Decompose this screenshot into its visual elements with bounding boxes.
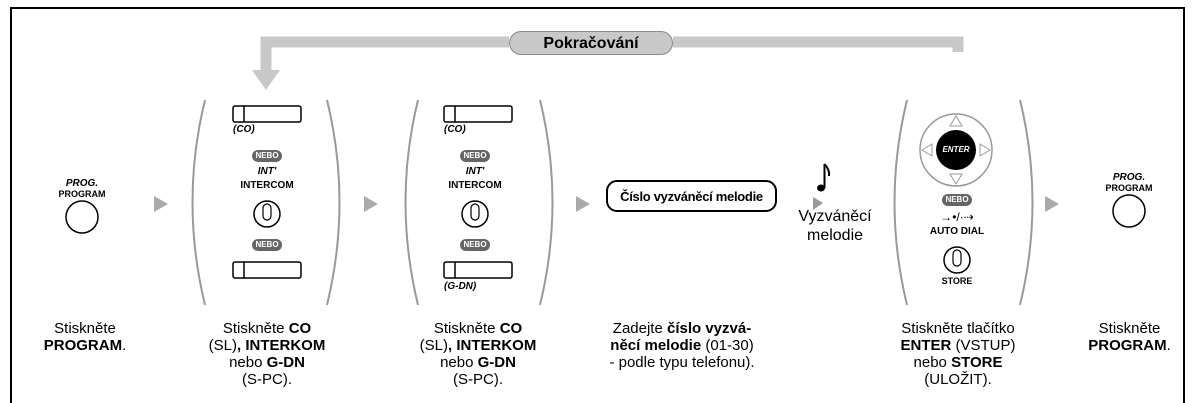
program-key-label-2: PROGRAM — [1105, 183, 1153, 193]
nebo-badge-1a: NEBO — [252, 150, 282, 162]
loop-line-right — [673, 36, 964, 52]
music-note-icon — [817, 163, 831, 192]
program-button-1 — [65, 200, 99, 234]
paren-left-1 — [191, 99, 206, 306]
intercom-label-2: INTERCOM — [448, 180, 502, 191]
nebo-badge-2a: NEBO — [460, 150, 490, 162]
co-key-1 — [232, 105, 302, 123]
melody-number-input-box: Číslo vyzváněcí melodie — [606, 180, 777, 212]
co-key-2 — [443, 105, 513, 123]
gdn-key-1 — [232, 261, 302, 279]
program-button-2 — [1112, 194, 1146, 228]
gdn-label-2: (G-DN) — [444, 281, 477, 292]
paren-right-2 — [539, 99, 554, 306]
prog-key-label-1: PROG. — [65, 178, 99, 189]
step4-caption: Zadejte číslo vyzvá-něcí melodie (01-30)… — [609, 320, 755, 371]
paren-left-5 — [893, 99, 908, 306]
program-key-label-1: PROGRAM — [58, 189, 106, 199]
flow-arrow-5 — [1045, 196, 1059, 212]
diagram-frame — [10, 7, 1185, 403]
loop-line-left — [260, 36, 509, 72]
paren-left-2 — [404, 99, 419, 306]
gdn-key-2 — [443, 261, 513, 279]
store-label: STORE — [941, 276, 973, 286]
co-label-1: (CO) — [233, 124, 255, 135]
nebo-badge-2b: NEBO — [460, 239, 490, 251]
nebo-badge-1b: NEBO — [252, 239, 282, 251]
flow-arrow-2 — [364, 196, 378, 212]
prog-key-label-2: PROG. — [1112, 172, 1146, 183]
nebo-badge-5: NEBO — [942, 194, 972, 206]
continue-label: Pokračování — [509, 31, 673, 55]
paren-right-5 — [1019, 99, 1034, 306]
co-label-2: (CO) — [444, 124, 466, 135]
paren-right-1 — [326, 99, 341, 306]
tone-pointer-icon — [813, 197, 823, 210]
autodial-symbol: →•/·⇢ — [940, 210, 974, 224]
autodial-label: AUTO DIAL — [929, 226, 985, 237]
navigator-key-icon — [919, 113, 993, 187]
int-label-2: INT' — [465, 166, 485, 177]
intercom-label-1: INTERCOM — [240, 180, 294, 191]
enter-label: ENTER — [942, 145, 970, 154]
flow-arrow-3 — [576, 196, 590, 212]
int-label-1: INT' — [257, 166, 277, 177]
flow-arrow-1 — [154, 196, 168, 212]
loop-arrowhead — [252, 70, 280, 90]
